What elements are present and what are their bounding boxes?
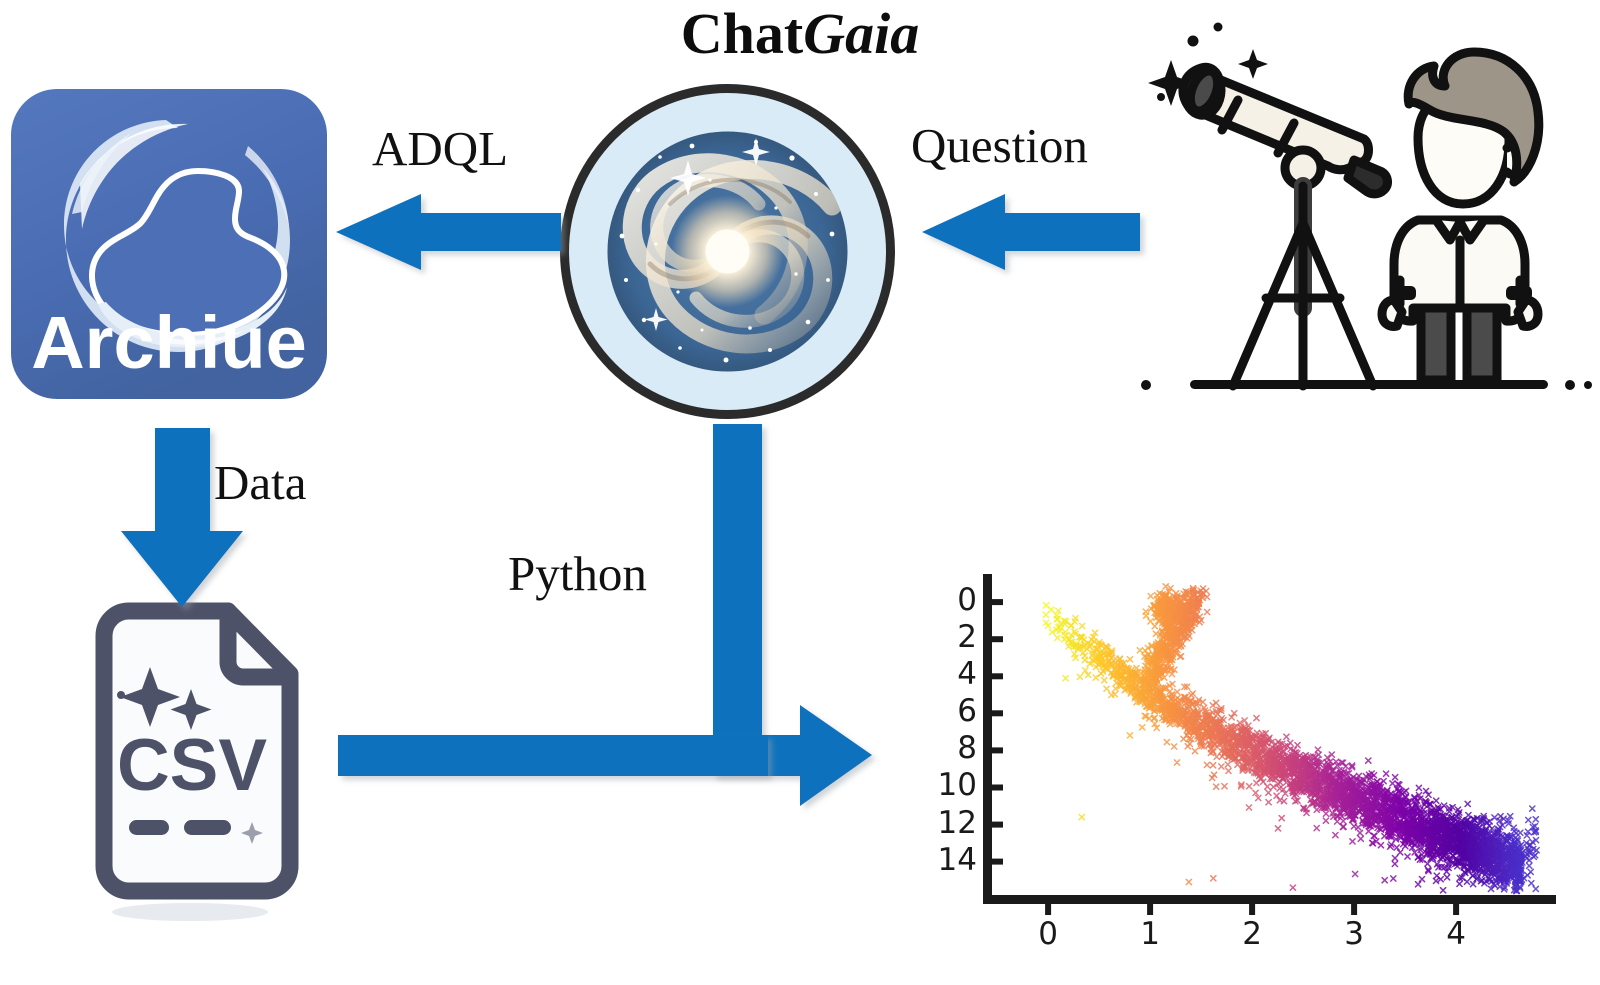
x-tick xyxy=(1453,904,1460,915)
y-tick xyxy=(992,821,1003,828)
csv-file-icon[interactable]: CSV xyxy=(62,600,322,925)
archive-wordmark: Archiue xyxy=(31,301,307,384)
chatgaia-galaxy-icon[interactable] xyxy=(560,84,895,419)
y-tick xyxy=(992,784,1003,791)
edge-label-adql: ADQL xyxy=(372,121,509,176)
x-tick-label: 2 xyxy=(1242,916,1262,952)
x-tick xyxy=(1147,904,1154,915)
x-tick xyxy=(1351,904,1358,915)
title-chat: Chat xyxy=(680,1,804,66)
plot-axes xyxy=(983,574,1556,904)
x-tick-label: 4 xyxy=(1446,916,1466,952)
title-gaia: Gaia xyxy=(803,1,920,66)
y-tick-label: 6 xyxy=(957,693,977,730)
edge-label-question: Question xyxy=(911,118,1088,173)
archive-logo[interactable]: Archiue xyxy=(10,88,328,400)
y-tick-label: 2 xyxy=(957,619,977,656)
x-tick-label: 0 xyxy=(1038,916,1058,952)
y-tick xyxy=(992,599,1003,606)
x-tick-label: 3 xyxy=(1344,916,1364,952)
telescope-icon xyxy=(1178,62,1392,199)
y-tick xyxy=(992,673,1003,680)
y-tick xyxy=(992,636,1003,643)
plot-svg xyxy=(983,574,1556,915)
y-tick xyxy=(992,858,1003,865)
arrow-adql xyxy=(336,194,561,270)
csv-lines xyxy=(129,820,231,835)
arrow-python xyxy=(713,424,872,806)
y-tick xyxy=(992,710,1003,717)
arrow-question xyxy=(922,194,1140,270)
arrow-csv-to-plot xyxy=(338,735,768,776)
sparkle-icon xyxy=(1148,22,1268,106)
plot-tick-marks xyxy=(992,599,1460,915)
y-tick xyxy=(992,747,1003,754)
plot-data-points xyxy=(1042,583,1540,895)
csv-shadow xyxy=(112,903,268,921)
edge-label-python: Python xyxy=(508,546,647,601)
y-tick-label: 8 xyxy=(957,730,977,767)
y-tick-label: 0 xyxy=(957,582,977,619)
ground-line xyxy=(1141,380,1592,390)
person-icon xyxy=(1377,47,1544,385)
y-tick-label: 12 xyxy=(937,804,977,841)
x-tick-label: 1 xyxy=(1140,916,1160,952)
csv-sparkle-icon xyxy=(117,667,263,844)
archive-swirl-icon xyxy=(64,120,290,352)
x-tick xyxy=(1045,904,1052,915)
arrow-data xyxy=(121,428,243,607)
x-tick xyxy=(1249,904,1256,915)
astronomer-illustration xyxy=(1118,8,1598,408)
y-tick-label: 10 xyxy=(937,767,977,804)
edge-label-data: Data xyxy=(214,455,307,510)
y-tick-label: 14 xyxy=(937,841,977,878)
page-title: ChatGaia xyxy=(0,1,1600,66)
y-tick-label: 4 xyxy=(957,656,977,693)
csv-label: CSV xyxy=(117,725,267,806)
telescope-tripod-icon xyxy=(1228,145,1378,391)
